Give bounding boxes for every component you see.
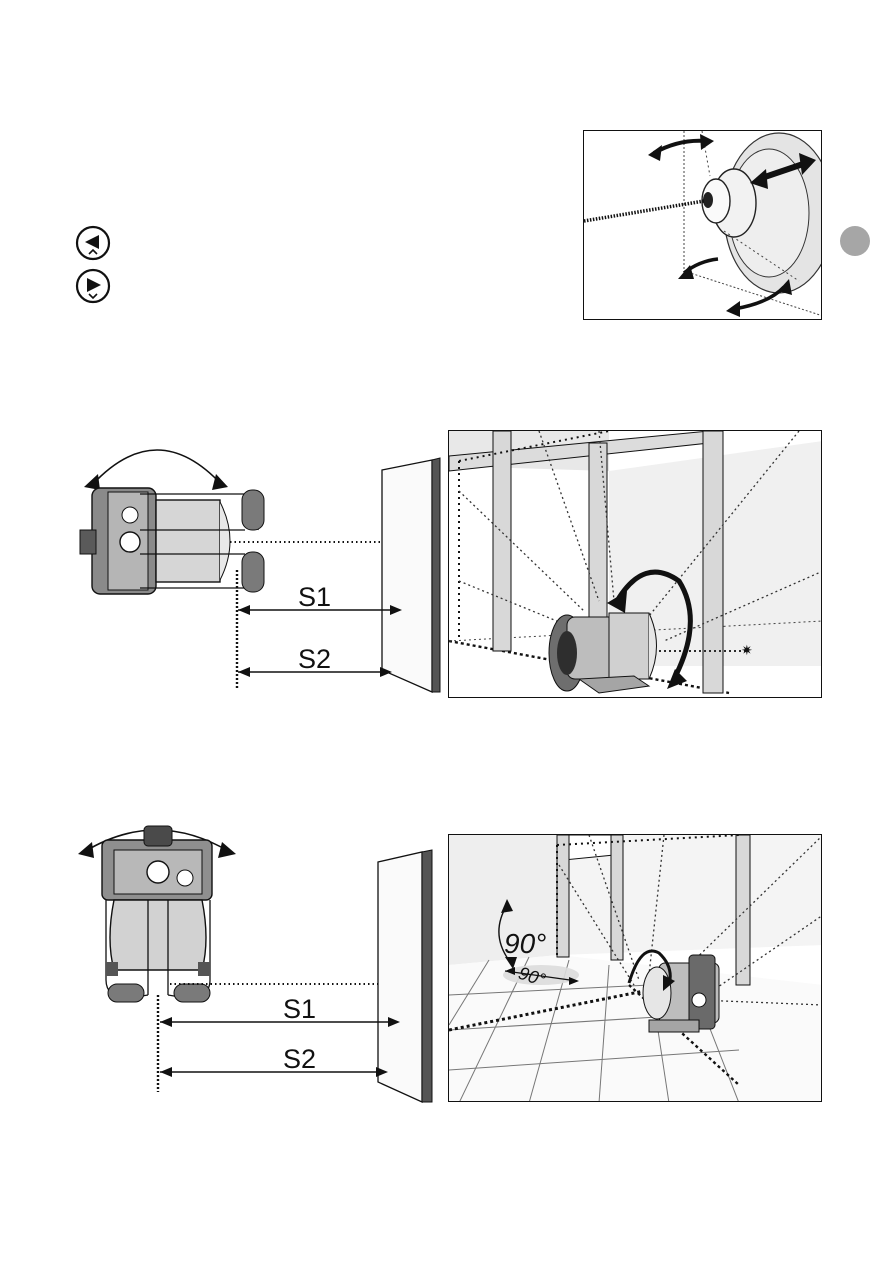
distance-label-s2: S2: [283, 1044, 316, 1074]
figure-horizontal-measurement: ✷ S1 S2: [70, 430, 450, 700]
angle-label-wall: 90°: [504, 928, 546, 959]
arrow-right-circle-icon: [74, 267, 112, 305]
svg-text:✷: ✷: [741, 643, 753, 659]
thumb-tab: [840, 226, 870, 256]
arrow-right-circle-button[interactable]: [74, 267, 112, 305]
figure-room-vertical: 90° 90°: [448, 834, 822, 1102]
arrow-left-circle-icon: [74, 224, 112, 262]
figure-vertical-measurement: ✷ S1 S2: [70, 820, 450, 1105]
figure-room-horizontal: ✷: [448, 430, 822, 698]
arrow-left-circle-button[interactable]: [74, 224, 112, 262]
distance-label-s1: S1: [298, 582, 331, 612]
figure-head-closeup: [583, 130, 822, 320]
distance-label-s2: S2: [298, 644, 331, 674]
distance-label-s1: S1: [283, 994, 316, 1024]
